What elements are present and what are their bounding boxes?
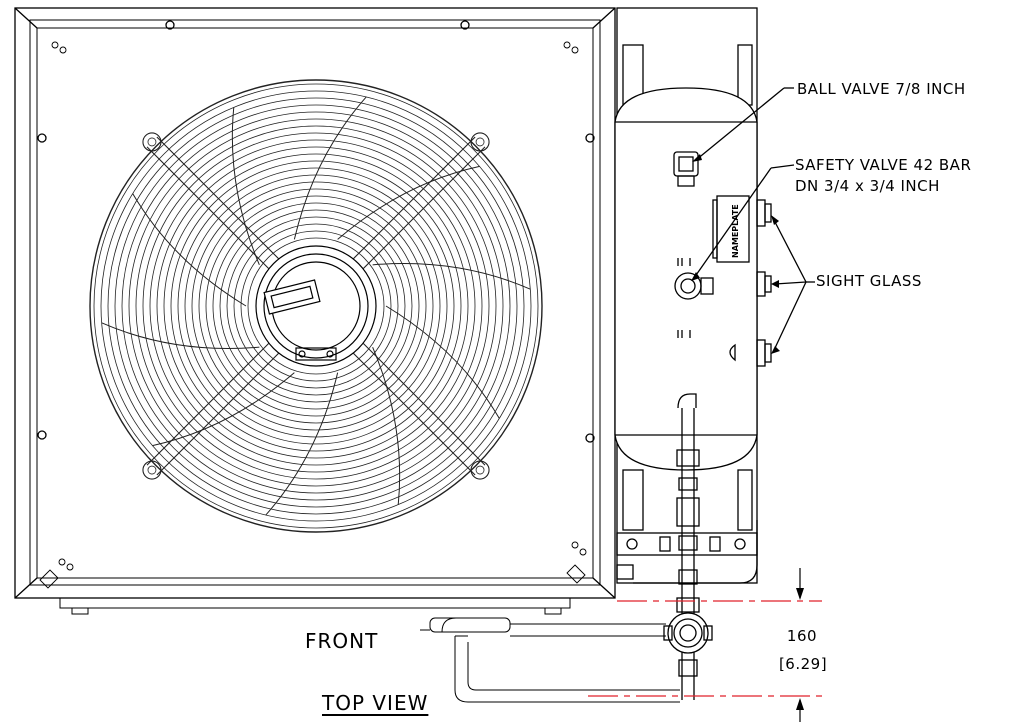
dimension-imperial-value: [6.29] [778,655,828,673]
fan-guard [89,79,543,533]
fan-motor-hub [255,245,377,367]
nameplate [712,195,750,263]
dimension-metric-value: 160 [786,627,818,645]
safety-valve-label-line1: SAFETY VALVE 42 BAR [795,156,972,174]
top-view-label: TOP VIEW [322,691,429,715]
safety-valve-label-line2: DN 3/4 x 3/4 INCH [795,177,940,195]
base-piping [420,617,680,703]
nameplate-label: NAMEPLATE [731,204,740,258]
ball-valve [673,87,794,187]
outlet-pipe [663,393,713,700]
sight-glass-label: SIGHT GLASS [816,272,922,290]
safety-valve [674,164,795,338]
sight-glasses [729,199,815,367]
ball-valve-label: BALL VALVE 7/8 INCH [797,80,966,98]
dimension-160 [588,568,822,722]
front-view-label: FRONT [305,629,379,653]
